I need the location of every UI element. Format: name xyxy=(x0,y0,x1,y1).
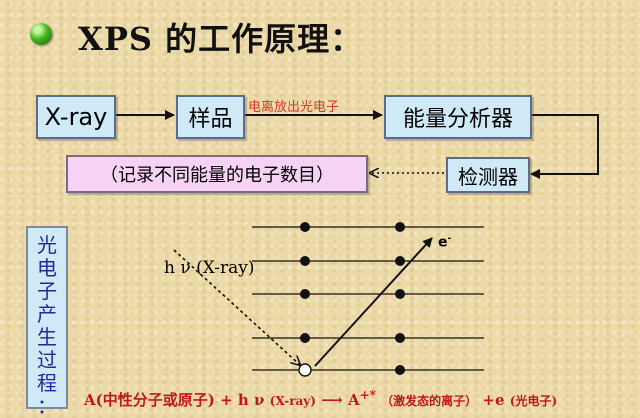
eq-product-charge: +* xyxy=(359,388,376,402)
eq-reactant: A(中性分子或原子) xyxy=(84,391,215,409)
eq-electron-note: (光电子) xyxy=(509,394,558,408)
reaction-equation: A(中性分子或原子) + h ν (X-ray) ⟶ A+* （激发态的离子） … xyxy=(84,388,557,410)
eq-plus-electron: +e xyxy=(482,391,505,409)
electron-dot xyxy=(300,256,310,266)
side-label-char: 电 xyxy=(37,256,57,280)
electron-dot xyxy=(300,289,310,299)
electron-dot xyxy=(395,256,405,266)
side-label-char: 程 xyxy=(37,371,57,395)
electron-dot xyxy=(395,222,405,232)
process-side-label: 光电子产生过程： xyxy=(26,226,68,418)
xray-box: X-ray xyxy=(36,95,116,139)
side-label-char: ： xyxy=(37,394,57,418)
record-box: （记录不同能量的电子数目） xyxy=(66,155,368,193)
electron-dot xyxy=(395,289,405,299)
side-label-char: 光 xyxy=(37,233,57,257)
side-label-char: 产 xyxy=(37,302,57,326)
side-label-char: 生 xyxy=(37,325,57,349)
energy-levels xyxy=(252,226,484,371)
eq-photon-note: (X-ray) xyxy=(269,394,316,408)
bullet-icon xyxy=(30,23,52,45)
eq-product: A xyxy=(347,391,360,409)
photoelectron-path-arrow xyxy=(314,237,433,367)
slide-title: XPS 的工作原理： xyxy=(78,20,364,58)
electron-label: e- xyxy=(438,234,452,251)
ionization-label: 电离放出光电子 xyxy=(248,100,340,115)
electrons xyxy=(300,222,405,375)
eq-product-note: （激发态的离子） xyxy=(381,394,478,408)
side-label-char: 过 xyxy=(37,348,57,372)
electron-dot xyxy=(395,333,405,343)
side-label-char: 子 xyxy=(37,279,57,303)
photon-path-arrow xyxy=(173,249,300,365)
photon-label: h ν (X-ray) xyxy=(164,258,255,278)
electron-dot xyxy=(395,365,405,375)
electron-dot xyxy=(300,333,310,343)
eq-arrow: ⟶ xyxy=(321,391,343,409)
detector-box: 检测器 xyxy=(446,157,530,193)
eq-photon: h ν xyxy=(237,391,265,409)
sample-box: 样品 xyxy=(176,95,245,139)
electron-dot xyxy=(300,222,310,232)
vacancy-hole xyxy=(298,363,312,377)
eq-plus: + xyxy=(220,391,233,409)
arrow-analyzer-to-detector xyxy=(530,114,599,179)
diagram-lines xyxy=(114,110,599,377)
energy-analyzer-box: 能量分析器 xyxy=(384,95,532,139)
